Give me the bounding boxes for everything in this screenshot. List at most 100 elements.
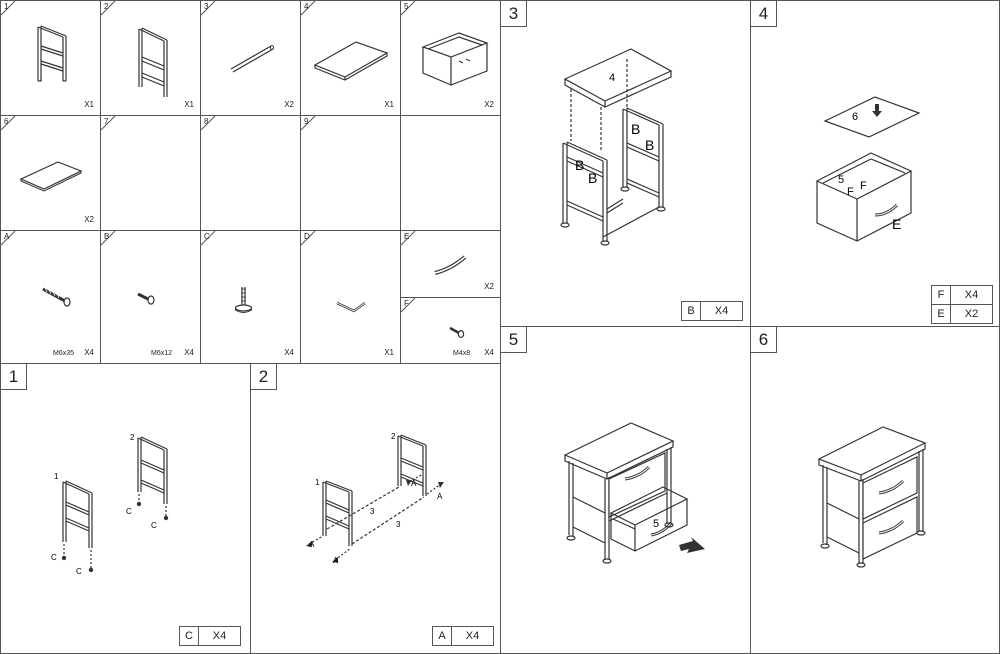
part-quantity: X1: [184, 100, 194, 109]
part-cell-5: 5 X2: [400, 0, 501, 116]
parts-required-letter: C: [180, 627, 199, 645]
part-tag: 6: [1, 116, 25, 134]
step2-label-screw: A: [411, 479, 417, 488]
step1-label-foot: C: [126, 507, 132, 516]
step-number: 1: [1, 364, 27, 390]
fabric-drawer-drawing: [421, 32, 489, 86]
parts-required-qty: X2: [964, 308, 979, 320]
step3-label-screw: B: [645, 137, 654, 153]
step5-label-drawer: 5: [653, 518, 659, 530]
part-number: 8: [204, 117, 209, 126]
part-quantity: X4: [484, 348, 494, 357]
part-number: 6: [4, 117, 9, 126]
part-cell-1: 1 X1: [0, 0, 101, 116]
part-cell-6: 6 X2: [0, 115, 101, 231]
parts-required-qty: X4: [465, 630, 480, 642]
top-panel-drawing: [313, 41, 389, 81]
step3-label-screw: B: [588, 170, 597, 186]
part-tag: A: [1, 231, 25, 249]
part-number: 7: [104, 117, 109, 126]
step-2-panel: 2 1 2 3 3 A A A A A X4: [250, 363, 501, 654]
part-tag: 4: [301, 1, 325, 19]
part-quantity: X1: [84, 100, 94, 109]
part-cell-8: 8: [200, 115, 301, 231]
hardware-letter: A: [4, 232, 10, 241]
drawer-bottom-board-drawing: [19, 161, 83, 192]
parts-required-letter: B: [682, 302, 701, 320]
part-tag: D: [301, 231, 325, 249]
step-number: 6: [751, 327, 777, 353]
hardware-letter: E: [404, 232, 410, 241]
step2-label-bar: 3: [396, 520, 401, 529]
step4-label-drawer: 5: [838, 174, 844, 186]
hardware-spec: M4x8: [453, 350, 471, 357]
hardware-cell-d: D X1: [300, 230, 401, 364]
step-3-panel: 3 4 B B B B B X4: [500, 0, 751, 327]
part-quantity: X1: [384, 348, 394, 357]
part-cell-7: 7: [100, 115, 201, 231]
step1-label-frame-1: 1: [54, 472, 59, 481]
short-bolt-drawing: [137, 292, 155, 305]
allen-key-drawing: [336, 301, 366, 313]
step4-label-handle: E: [892, 216, 901, 232]
step-2-diagram: 1 2 3 3 A A A A: [306, 432, 444, 565]
step2-label-frame-2: 2: [391, 432, 396, 441]
part-quantity: X4: [184, 348, 194, 357]
parts-required-box: C X4: [179, 626, 241, 646]
part-quantity: X2: [484, 100, 494, 109]
step1-label-frame-2: 2: [130, 433, 135, 442]
step1-label-foot: C: [76, 567, 82, 576]
part-quantity: X2: [84, 215, 94, 224]
step-5-diagram: 5: [563, 422, 705, 564]
part-cell-2: 2 X1: [100, 0, 201, 116]
part-quantity: X2: [484, 282, 494, 291]
part-cell-9: 9: [300, 115, 401, 231]
part-tag: 3: [201, 1, 225, 19]
hardware-letter: C: [204, 232, 210, 241]
hardware-cell-a: A M6x35 X4: [0, 230, 101, 364]
step-1-diagram: 1 2 C C C C: [51, 433, 169, 576]
part-tag: F: [401, 298, 425, 316]
hardware-cell-b: B M6x12 X4: [100, 230, 201, 364]
part-tag: 9: [301, 116, 325, 134]
part-number: 9: [304, 117, 309, 126]
step4-label-bottom: 6: [852, 111, 858, 123]
part-tag: E: [401, 231, 425, 249]
part-number: 4: [304, 2, 309, 11]
part-number: 5: [404, 2, 409, 11]
parts-required-letter: E: [932, 305, 951, 323]
hardware-cell-c: C X4: [200, 230, 301, 364]
part-tag: 1: [1, 1, 25, 19]
part-quantity: X1: [384, 100, 394, 109]
part-tag: 8: [201, 116, 225, 134]
side-frame-2-drawing: [138, 27, 168, 97]
parts-required-qty: X4: [964, 289, 979, 301]
step2-label-bar: 3: [370, 507, 375, 516]
part-tag: 5: [401, 1, 425, 19]
step2-label-screw: A: [437, 492, 443, 501]
part-tag: 2: [101, 1, 125, 19]
step1-label-foot: C: [151, 521, 157, 530]
long-bolt-drawing: [42, 287, 71, 307]
hardware-letter: B: [104, 232, 110, 241]
step-4-diagram: 6 5 F F E: [815, 96, 921, 242]
step-3-diagram: 4 B B B B: [560, 48, 673, 246]
side-frame-1-drawing: [37, 25, 67, 82]
step2-label-frame-1: 1: [315, 478, 320, 487]
part-quantity: X2: [284, 100, 294, 109]
step2-label-screw: A: [333, 556, 339, 565]
step-number: 4: [751, 1, 777, 27]
hardware-spec: M6x12: [151, 350, 173, 357]
crossbar-drawing: [230, 45, 274, 73]
part-quantity: X4: [84, 348, 94, 357]
step-number: 5: [501, 327, 527, 353]
step-1-panel: 1 1 2 C C C C C X4: [0, 363, 251, 654]
step1-label-foot: C: [51, 553, 57, 562]
part-cell-3: 3 X2: [200, 0, 301, 116]
part-cell-empty: [400, 115, 501, 231]
parts-required-qty: X4: [714, 305, 729, 317]
step-6-assembled-nightstand: [817, 426, 927, 568]
step-5-panel: 5 5: [500, 326, 751, 654]
hardware-spec: M6x35: [53, 350, 75, 357]
step-6-panel: 6: [750, 326, 1000, 654]
